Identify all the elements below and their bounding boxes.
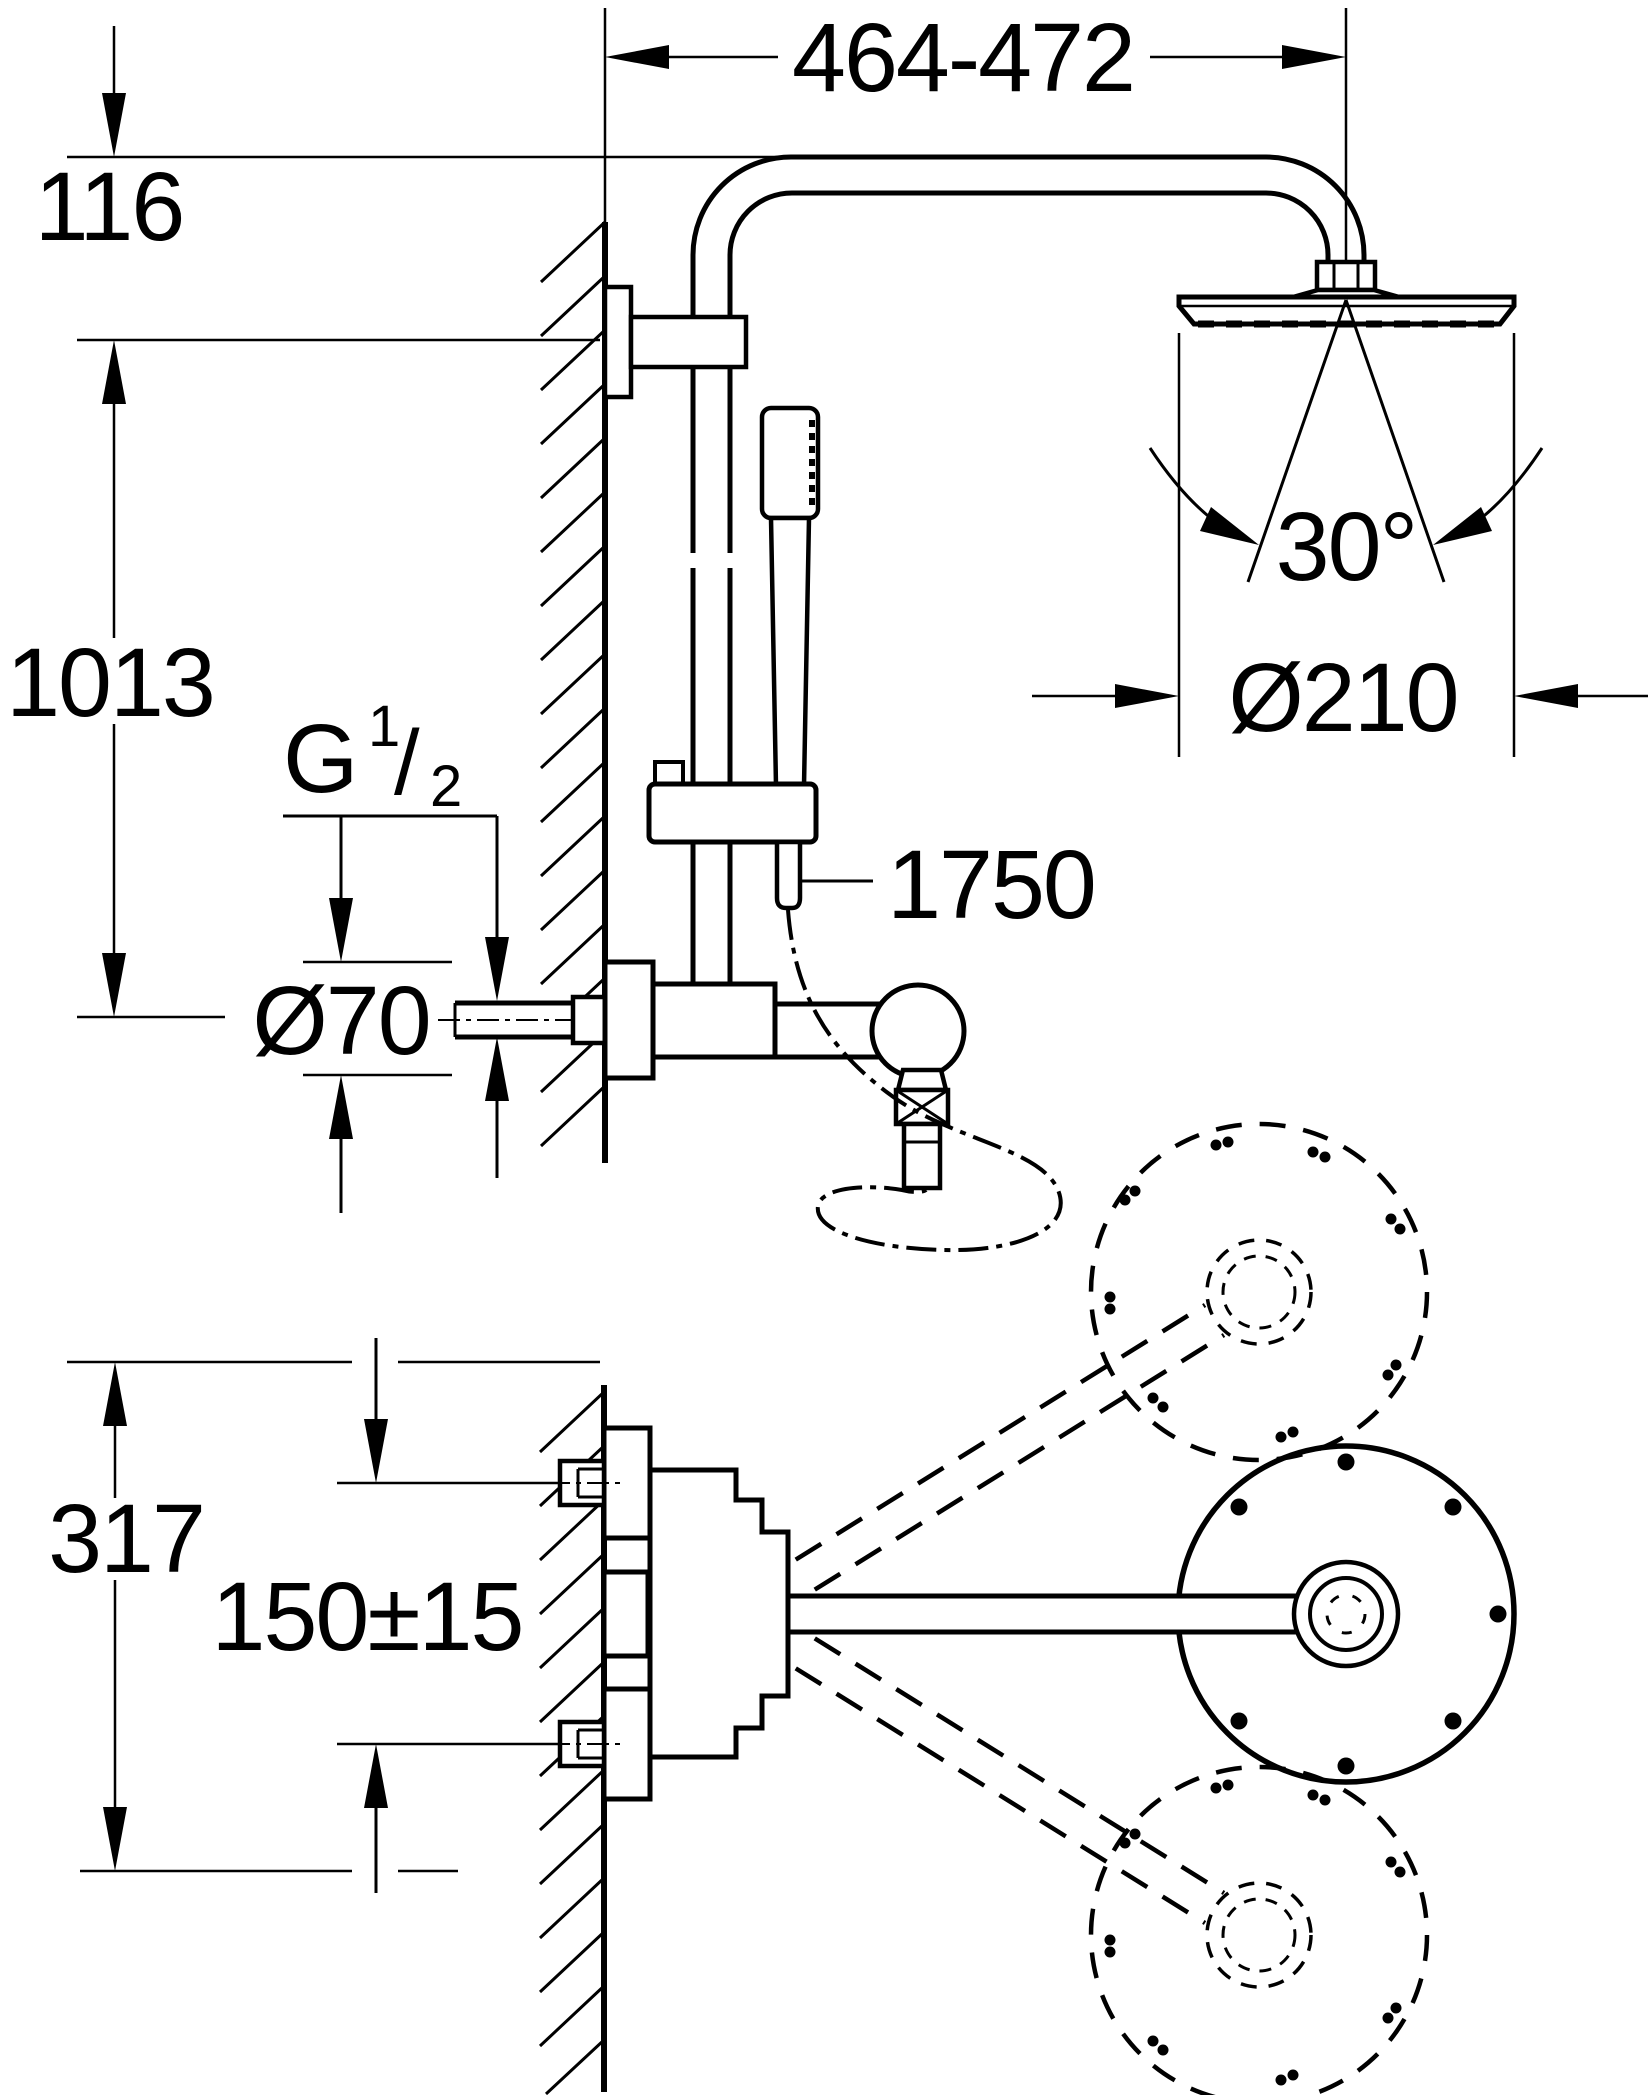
dimension-escutcheon: Ø70 xyxy=(252,960,509,1213)
bolt-dots-middle xyxy=(1230,1453,1507,1775)
escutcheon-upper-plan xyxy=(601,1425,653,1541)
hose-outlet-stub xyxy=(901,1121,943,1191)
wall-hatching-side xyxy=(539,220,607,1148)
bolt-dots-lower xyxy=(1104,1779,1406,2086)
bracket-to-valve-label: 1013 xyxy=(6,628,214,737)
supply-spacing-label: 150±15 xyxy=(212,1562,523,1671)
shower-arm-plan xyxy=(788,1559,1401,1669)
check-valve xyxy=(893,1087,951,1127)
overall-height-label: 317 xyxy=(48,1484,204,1593)
bolt-dots-upper xyxy=(1104,1136,1406,1443)
thread-size-label: G 1 / 2 xyxy=(283,694,462,819)
plan-view: 317 150±15 xyxy=(48,1121,1517,2095)
wall-bracket xyxy=(602,284,749,400)
hose-length-callout: 1750 xyxy=(801,830,1097,939)
head-offset-label: 116 xyxy=(35,152,184,261)
escutcheon-lower-plan xyxy=(601,1686,653,1802)
spray-angle-label: 30° xyxy=(1276,492,1417,601)
outlet-neck xyxy=(895,1067,949,1093)
ball-joint xyxy=(869,982,967,1080)
head-connector xyxy=(1285,259,1407,302)
escutcheon-diameter-label: Ø70 xyxy=(252,966,429,1075)
thermostat-valve xyxy=(570,959,967,1191)
valve-escutcheon xyxy=(602,959,656,1081)
swivel-position-lower xyxy=(753,1611,1430,2095)
valve-union xyxy=(570,994,608,1046)
shower-hose xyxy=(786,909,1063,1253)
dimension-overall-plan: 317 xyxy=(48,1360,600,1873)
thread-size-callout: G 1 / 2 xyxy=(283,694,509,1001)
hand-shower xyxy=(759,405,821,789)
hand-shower-stub xyxy=(774,839,803,911)
dimension-116-1013: 116 1013 xyxy=(6,26,791,1019)
dimension-supply-spacing: 150±15 xyxy=(212,1338,560,1893)
head-diameter-label: Ø210 xyxy=(1228,643,1457,752)
angle-arrow-left xyxy=(1200,507,1259,545)
top-width-label: 464-472 xyxy=(792,3,1134,112)
swivel-arm-lower xyxy=(753,1611,1226,1925)
slider-holder xyxy=(646,760,819,911)
dimension-head-diameter: Ø210 xyxy=(1032,333,1648,757)
side-view: 30° Ø210 464-472 xyxy=(6,3,1648,1253)
hand-shower-handle xyxy=(768,515,812,789)
angle-arrow-right xyxy=(1433,507,1492,545)
hose-length-label: 1750 xyxy=(887,830,1095,939)
riser-pipe xyxy=(690,154,793,984)
valve-body-plan xyxy=(601,1425,791,1802)
swivel-position-upper xyxy=(753,1121,1430,1617)
valve-body xyxy=(650,981,778,1060)
shower-arm xyxy=(791,154,1367,262)
spray-cone: 30° xyxy=(1148,299,1544,601)
dimension-top-width: 464-472 xyxy=(605,3,1348,262)
riser-mount-plan xyxy=(601,1569,651,1659)
swivel-arm-upper xyxy=(753,1303,1226,1617)
